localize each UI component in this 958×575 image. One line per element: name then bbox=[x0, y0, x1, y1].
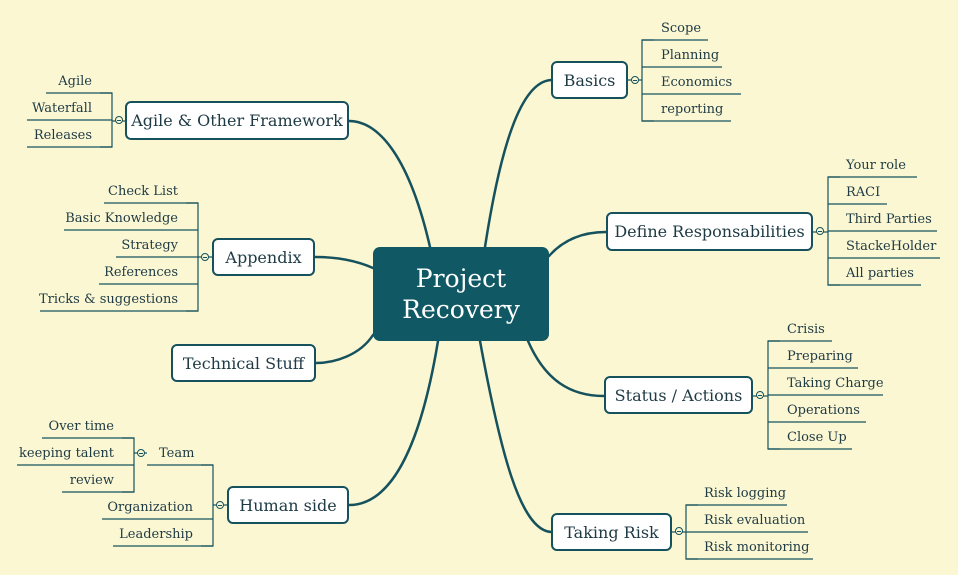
subtopic-references[interactable]: References bbox=[104, 265, 178, 280]
subtopic-check-list[interactable]: Check List bbox=[108, 184, 178, 199]
collapse-agile-icon[interactable] bbox=[115, 116, 123, 124]
topic-status-actions[interactable]: Status / Actions bbox=[604, 376, 753, 414]
subtopic-team[interactable]: Team bbox=[159, 446, 195, 461]
topic-basics[interactable]: Basics bbox=[551, 61, 628, 99]
central-topic-line1: Project bbox=[415, 264, 507, 293]
topic-define-responsabilities[interactable]: Define Responsabilities bbox=[606, 212, 813, 251]
subtopic-leadership[interactable]: Leadership bbox=[119, 527, 193, 542]
topic-taking-risk[interactable]: Taking Risk bbox=[551, 513, 672, 551]
topic-appendix[interactable]: Appendix bbox=[212, 238, 315, 276]
subtopic-economics[interactable]: Economics bbox=[661, 75, 733, 90]
subtopic-stakeholder[interactable]: StackeHolder bbox=[846, 239, 937, 254]
collapse-appendix-icon[interactable] bbox=[201, 253, 209, 261]
collapse-status-icon[interactable] bbox=[756, 391, 764, 399]
topic-agile-frameworks[interactable]: Agile & Other Framework bbox=[125, 101, 349, 140]
branch-appendix bbox=[313, 255, 375, 270]
branch-status bbox=[526, 339, 606, 398]
subtopic-operations[interactable]: Operations bbox=[787, 403, 860, 418]
subtopic-raci[interactable]: RACI bbox=[846, 185, 881, 200]
branch-human bbox=[347, 339, 440, 507]
collapse-define-icon[interactable] bbox=[816, 227, 824, 235]
branch-technical bbox=[314, 333, 375, 365]
subtopic-preparing[interactable]: Preparing bbox=[787, 349, 853, 364]
collapse-basics-icon[interactable] bbox=[631, 76, 639, 84]
subtopic-releases[interactable]: Releases bbox=[33, 128, 92, 143]
subtopic-taking-charge[interactable]: Taking Charge bbox=[787, 376, 884, 391]
subtopic-strategy[interactable]: Strategy bbox=[121, 238, 178, 253]
collapse-human-icon[interactable] bbox=[216, 501, 224, 509]
subtopic-all-parties[interactable]: All parties bbox=[846, 266, 914, 281]
subtopic-over-time[interactable]: Over time bbox=[48, 419, 114, 434]
subtopic-organization[interactable]: Organization bbox=[107, 500, 193, 515]
subtopic-basic-knowledge[interactable]: Basic Knowledge bbox=[65, 211, 178, 226]
subtopic-reporting[interactable]: reporting bbox=[661, 102, 724, 117]
subtopic-scope[interactable]: Scope bbox=[661, 21, 702, 36]
collapse-team-icon[interactable] bbox=[137, 449, 145, 457]
subtopic-waterfall[interactable]: Waterfall bbox=[32, 101, 92, 116]
branch-agile bbox=[347, 119, 432, 249]
central-topic[interactable]: Project Recovery bbox=[373, 247, 549, 341]
subtopic-third-parties[interactable]: Third Parties bbox=[846, 212, 932, 227]
branch-risk bbox=[478, 339, 553, 534]
branch-define bbox=[547, 230, 608, 258]
subtopic-risk-logging[interactable]: Risk logging bbox=[704, 486, 787, 501]
subtopic-risk-evaluation[interactable]: Risk evaluation bbox=[704, 513, 806, 528]
topic-technical-stuff[interactable]: Technical Stuff bbox=[171, 344, 316, 382]
subtopic-crisis[interactable]: Crisis bbox=[787, 322, 825, 337]
subtopic-risk-monitoring[interactable]: Risk monitoring bbox=[704, 540, 810, 555]
subtopic-agile[interactable]: Agile bbox=[58, 74, 92, 89]
subtopic-keeping-talent[interactable]: keeping talent bbox=[19, 446, 114, 461]
subtopic-your-role[interactable]: Your role bbox=[846, 158, 906, 173]
topic-human-side[interactable]: Human side bbox=[227, 486, 349, 524]
subtopic-review[interactable]: review bbox=[69, 473, 114, 488]
branch-basics bbox=[483, 78, 553, 249]
collapse-risk-icon[interactable] bbox=[675, 527, 683, 535]
subtopic-tricks-suggestions[interactable]: Tricks & suggestions bbox=[38, 292, 178, 307]
subtopic-planning[interactable]: Planning bbox=[661, 48, 720, 63]
central-topic-line2: Recovery bbox=[402, 295, 520, 324]
subtopic-close-up[interactable]: Close Up bbox=[787, 430, 847, 445]
